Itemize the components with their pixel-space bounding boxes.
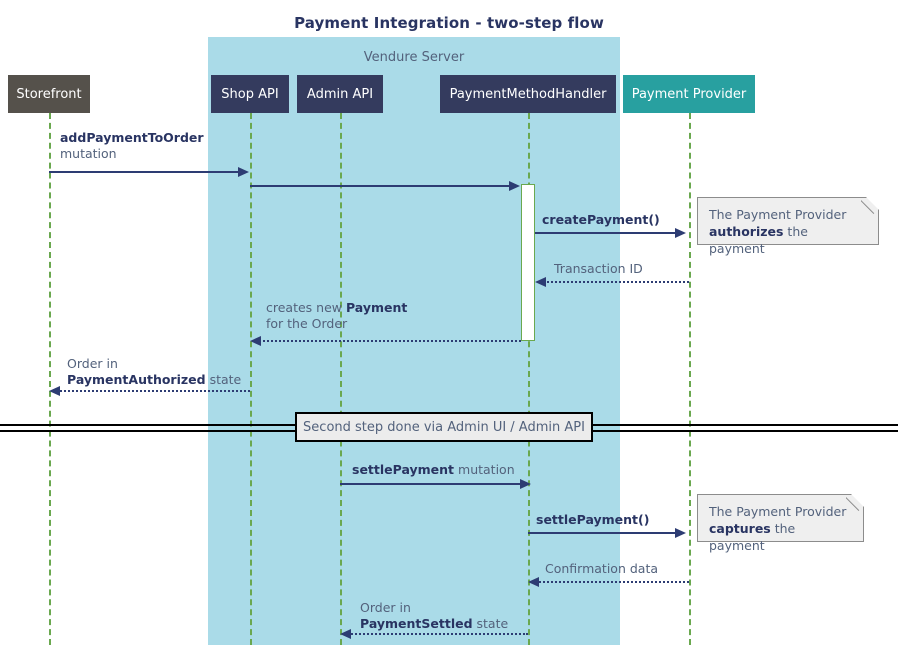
message-label-order-payment-settled-rest: state <box>472 616 509 631</box>
participant-shop-api-label: Shop API <box>221 86 279 102</box>
divider-box-second-step: Second step done via Admin UI / Admin AP… <box>295 412 593 442</box>
participant-storefront[interactable]: Storefront <box>8 75 90 113</box>
message-line-order-payment-settled <box>348 633 528 635</box>
note-authorizes-line2-rest: the payment <box>709 224 808 256</box>
lifeline-admin-api <box>340 113 342 645</box>
participant-payment-method-handler[interactable]: PaymentMethodHandler <box>440 75 616 113</box>
arrowhead-transaction-id <box>535 277 546 287</box>
message-line-add-payment-to-order <box>49 171 243 173</box>
note-captures-line2-rest: the payment <box>709 521 796 553</box>
arrowhead-confirmation-data <box>528 577 539 587</box>
arrowhead-create-payment <box>675 228 686 238</box>
message-label-add-payment-to-order: addPaymentToOrder mutation <box>60 130 204 162</box>
message-label-settle-payment-mutation: settlePayment mutation <box>352 462 515 478</box>
message-line-confirmation-data <box>536 581 689 583</box>
arrowhead-settle-payment-call <box>675 528 686 538</box>
note-authorizes-line1: The Payment Provider <box>709 207 847 222</box>
lifeline-shop-api <box>250 113 252 645</box>
participant-shop-api[interactable]: Shop API <box>211 75 289 113</box>
arrowhead-shop-api-to-handler <box>509 181 520 191</box>
note-captures-bold: captures <box>709 521 771 536</box>
message-label-add-payment-to-order-bold: addPaymentToOrder <box>60 130 204 145</box>
message-label-settle-payment-mutation-bold: settlePayment <box>352 462 455 477</box>
arrowhead-order-payment-authorized <box>49 386 60 396</box>
message-line-settle-payment-call <box>528 532 676 534</box>
note-fold-edge-icon <box>846 494 864 512</box>
message-line-create-payment <box>535 232 676 234</box>
participant-payment-method-handler-label: PaymentMethodHandler <box>449 86 607 102</box>
participant-storefront-label: Storefront <box>16 86 82 102</box>
message-label-create-payment: createPayment() <box>542 212 660 228</box>
lifeline-payment-method-handler <box>528 113 530 645</box>
message-label-order-payment-settled: Order in PaymentSettled state <box>360 600 508 632</box>
lifeline-storefront <box>49 113 51 645</box>
message-label-order-payment-settled-bold: PaymentSettled <box>360 616 473 631</box>
message-label-creates-new-payment-rest: creates new <box>266 300 346 315</box>
message-label-creates-new-payment-bold: Payment <box>345 300 408 315</box>
message-label-transaction-id: Transaction ID <box>554 261 643 277</box>
participant-payment-provider-label: Payment Provider <box>631 86 747 102</box>
note-captures-line1: The Payment Provider <box>709 504 847 519</box>
arrowhead-creates-new-payment <box>250 336 261 346</box>
page-title: Payment Integration - two-step flow <box>294 14 604 32</box>
message-line-settle-payment-mutation <box>340 483 521 485</box>
participant-admin-api[interactable]: Admin API <box>297 75 383 113</box>
note-payment-provider-authorizes: The Payment Provider authorizes the paym… <box>697 197 879 256</box>
message-label-order-payment-authorized-line1: Order in <box>67 356 118 371</box>
message-label-add-payment-to-order-line2: mutation <box>60 146 117 161</box>
lifeline-payment-provider <box>689 113 691 645</box>
message-label-settle-payment-call-bold: settlePayment() <box>536 512 650 527</box>
message-line-order-payment-authorized <box>57 390 250 392</box>
divider-label: Second step done via Admin UI / Admin AP… <box>303 419 585 435</box>
message-label-order-payment-settled-line1: Order in <box>360 600 411 615</box>
message-line-shop-api-to-handler <box>250 185 510 187</box>
message-label-settle-payment-call: settlePayment() <box>536 512 649 528</box>
participant-payment-provider[interactable]: Payment Provider <box>623 75 755 113</box>
message-label-order-payment-authorized-rest: state <box>205 372 242 387</box>
activation-bar-payment-method-handler <box>521 184 535 341</box>
message-label-confirmation-data: Confirmation data <box>545 561 658 577</box>
arrowhead-order-payment-settled <box>340 629 351 639</box>
message-label-order-payment-authorized: Order in PaymentAuthorized state <box>67 356 241 388</box>
group-label: Vendure Server <box>363 50 465 65</box>
message-label-order-payment-authorized-bold: PaymentAuthorized <box>67 372 206 387</box>
arrowhead-add-payment-to-order <box>238 167 249 177</box>
message-line-transaction-id <box>543 281 689 283</box>
message-label-transaction-id-text: Transaction ID <box>554 261 643 276</box>
note-authorizes-bold: authorizes <box>709 224 784 239</box>
note-payment-provider-captures: The Payment Provider captures the paymen… <box>697 494 864 553</box>
arrowhead-settle-payment-mutation <box>520 479 531 489</box>
message-label-confirmation-data-text: Confirmation data <box>545 561 659 576</box>
message-label-settle-payment-mutation-rest: mutation <box>454 462 515 477</box>
message-label-creates-new-payment: creates new Payment for the Order <box>266 300 407 332</box>
participant-admin-api-label: Admin API <box>306 86 374 102</box>
note-fold-edge-icon <box>861 197 879 215</box>
message-label-create-payment-bold: createPayment() <box>542 212 660 227</box>
message-label-creates-new-payment-line2: for the Order <box>266 316 348 331</box>
message-line-creates-new-payment <box>258 340 521 342</box>
